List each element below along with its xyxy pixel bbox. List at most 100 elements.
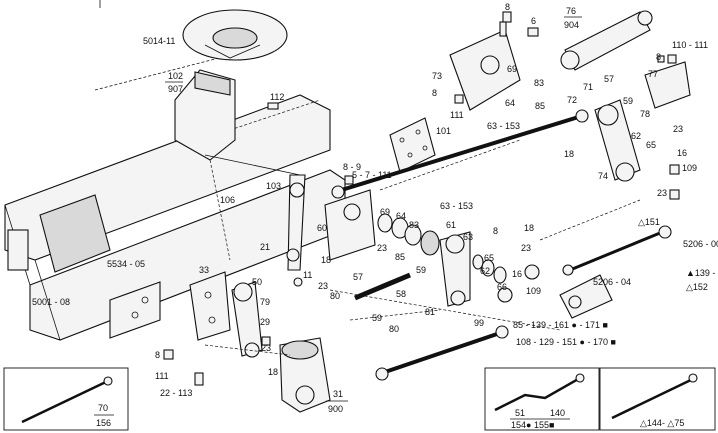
bearing-stack-lower [472, 254, 507, 284]
label-69: 69 [507, 64, 517, 74]
label-23-c: 23 [521, 243, 531, 253]
detail-box-51 [484, 367, 600, 431]
label-23-mid-r: 23 [657, 188, 667, 198]
pitman-arm-upper [594, 99, 641, 182]
label-5001-08: 5001 - 08 [32, 297, 70, 307]
label-8-mid: 8 [432, 88, 437, 98]
label-16-top: 16 [677, 148, 687, 158]
label-85-139: 85 - 139 - 161 ● - 171 ■ [513, 320, 608, 330]
label-80-b: 80 [389, 324, 399, 334]
label-11: 11 [303, 270, 312, 280]
label-99: 99 [474, 318, 484, 328]
label-51: 51 [515, 408, 525, 418]
label-8-b: 8 [493, 226, 498, 236]
bearing-stack-middle [377, 213, 440, 256]
cylinder-bracket [644, 61, 691, 109]
label-111-e: 111 [155, 371, 169, 381]
label-16-b: 16 [512, 269, 522, 279]
label-57-top: 57 [604, 74, 614, 84]
label-5206-04: 5206 - 04 [593, 277, 631, 287]
label-110-111: 110 - 111 [672, 40, 708, 50]
label-64: 64 [505, 98, 515, 108]
label-18-c: 18 [321, 255, 331, 265]
label-77: 77 [648, 69, 658, 79]
label-23-r: 23 [673, 124, 683, 134]
label-102: 102 [168, 71, 183, 81]
label-59-c: 59 [372, 313, 382, 323]
label-65-b: 65 [484, 253, 494, 263]
label-73: 73 [432, 71, 442, 81]
label-103: 103 [266, 181, 281, 191]
label-76: 76 [566, 6, 576, 16]
label-8-e: 8 [155, 350, 160, 360]
label-5534-05: 5534 - 05 [107, 259, 145, 269]
idler-arm-61 [439, 231, 471, 307]
label-85: 85 [535, 101, 545, 111]
label-63-b: 63 [463, 232, 473, 242]
label-85-b: 85 [395, 252, 405, 262]
label-62-b: 62 [480, 266, 490, 276]
detail-box-70 [3, 367, 129, 431]
steering-lever [231, 281, 263, 358]
label-904: 904 [564, 20, 579, 30]
label-22-113: 22 - 113 [160, 388, 192, 398]
label-23-b: 23 [377, 243, 387, 253]
label-57-b: 57 [353, 272, 363, 282]
label-108-129: 108 - 129 - 151 ● - 170 ■ [516, 337, 616, 347]
steering-column [174, 69, 301, 261]
label-101: 101 [436, 126, 451, 136]
label-109-top: 109 [682, 163, 697, 173]
label-79: 79 [260, 297, 270, 307]
label-5206-00: 5206 - 00 [683, 239, 718, 249]
steering-wheel [182, 9, 288, 61]
label-64-b: 64 [396, 211, 406, 221]
label-907: 907 [168, 84, 183, 94]
label-81: 81 [425, 307, 435, 317]
label-80-a: 80 [330, 291, 340, 301]
label-140: 140 [550, 408, 565, 418]
label-59-b: 59 [416, 265, 426, 275]
label-106: 106 [220, 195, 235, 205]
label-156: 156 [96, 418, 111, 428]
gearbox-bracket [189, 271, 231, 341]
label-154-155: 154● 155■ [511, 420, 554, 430]
leader-lines [204, 139, 641, 356]
label-109-b: 109 [526, 286, 541, 296]
steering-gearbox [279, 337, 331, 413]
label-72: 72 [567, 95, 577, 105]
drag-link-lower [375, 325, 509, 381]
label-61: 61 [446, 220, 456, 230]
mounting-plate-101 [389, 117, 436, 173]
label-58: 58 [396, 289, 406, 299]
label-33: 33 [199, 265, 209, 275]
label-70: 70 [98, 403, 108, 413]
label-66: 66 [497, 282, 507, 292]
label-59-top: 59 [623, 96, 633, 106]
label-8-top: 8 [505, 2, 510, 12]
label-63-153-b: 63 - 153 [440, 201, 473, 211]
label-18-b: 18 [524, 223, 534, 233]
bracket-5206-04 [559, 274, 613, 319]
drag-link-upper [331, 109, 589, 199]
label-111-mid: 111 [450, 110, 464, 120]
label-144-75: △144- △75 [640, 418, 684, 428]
label-112: 112 [270, 92, 284, 102]
tie-rod-right [562, 225, 672, 276]
label-50: 50 [252, 277, 262, 287]
link-rod-58 [354, 272, 411, 301]
label-65: 65 [646, 140, 656, 150]
fasteners [163, 11, 680, 386]
part-labels: 5014-11 102 907 112 8 6 76 904 110 - 111… [32, 2, 718, 430]
label-31: 31 [333, 389, 343, 399]
label-83: 83 [534, 78, 544, 88]
bracket-60 [324, 189, 376, 261]
label-18-top: 18 [564, 149, 574, 159]
label-18-e: 18 [268, 367, 278, 377]
label-6: 6 [531, 16, 536, 26]
intermediate-shaft [286, 174, 306, 271]
label-69-b: 69 [380, 207, 390, 217]
label-62: 62 [631, 131, 641, 141]
label-29: 29 [260, 317, 270, 327]
